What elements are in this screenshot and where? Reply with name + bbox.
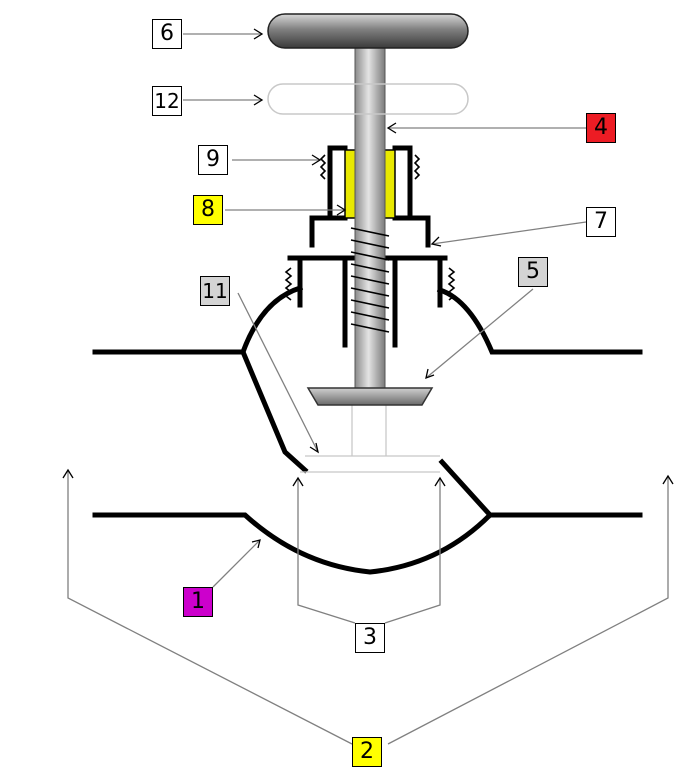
- valve-seat-outline: [300, 402, 440, 473]
- callout-11: 11: [200, 276, 230, 306]
- leader-arrowheads: [62, 28, 674, 549]
- packing-nut: [319, 145, 421, 221]
- handwheel: [267, 13, 469, 49]
- callout-6: 6: [152, 19, 182, 49]
- stem-thread: [350, 227, 390, 333]
- callout-9: 9: [198, 145, 228, 175]
- callout-1: 1: [183, 587, 213, 617]
- callout-7: 7: [586, 207, 616, 237]
- callout-12: 12: [152, 86, 182, 116]
- bonnet: [284, 255, 456, 348]
- callout-2: 2: [352, 737, 382, 767]
- gland-follower: [309, 215, 431, 248]
- valve-disc: [306, 387, 434, 406]
- callout-5: 5: [518, 257, 548, 287]
- valve-stem: [354, 39, 386, 396]
- leader-lines: [67, 33, 669, 745]
- handwheel-raised-outline: [267, 83, 469, 115]
- callout-8: 8: [193, 195, 223, 225]
- callout-4: 4: [586, 113, 616, 143]
- callout-3: 3: [355, 623, 385, 653]
